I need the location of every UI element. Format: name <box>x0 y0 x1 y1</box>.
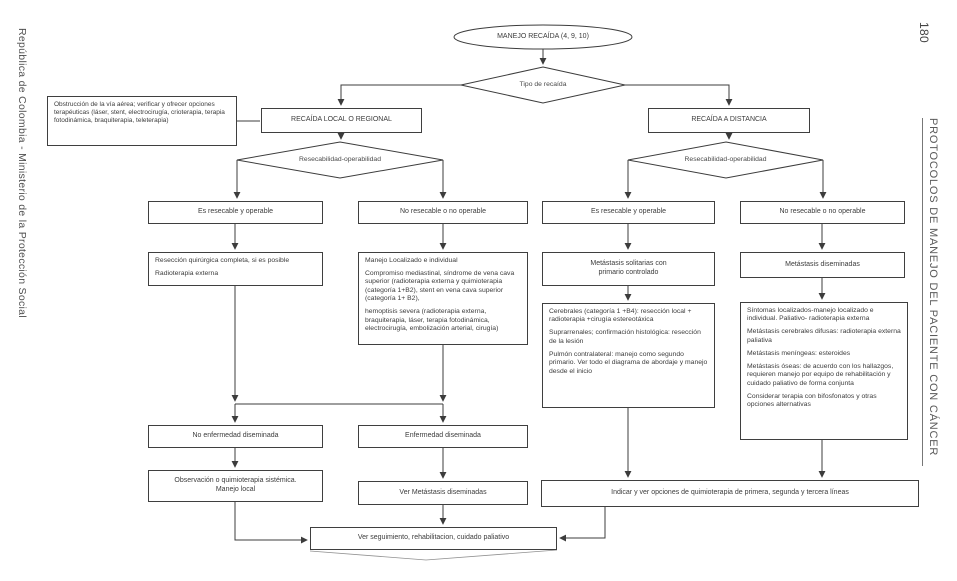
decision-diamond-resecabilidad-distancia <box>627 141 824 179</box>
observacion-line-1: Observación o quimioterapia sistémica. <box>174 477 297 485</box>
cerebrales-line-1: Cerebrales (categoría 1 +B4): resección … <box>549 308 692 324</box>
node-manejo-localizado: Manejo Localizado e individual Compromis… <box>358 252 528 345</box>
manejo-localizado-line-2: Compromiso mediastinal, síndrome de vena… <box>365 269 515 303</box>
start-label: MANEJO RECAÍDA (4, 9, 10) <box>497 33 589 41</box>
left-margin-text: República de Colombia - Ministerio de la… <box>16 28 28 318</box>
node-ver-seguimiento: Ver seguimiento, rehabilitacion, cuidado… <box>310 527 557 550</box>
start-ellipse <box>453 24 633 50</box>
metastasis-solitarias-line-1: Metástasis solitarias con <box>590 260 667 268</box>
page-number: 180 <box>917 22 931 43</box>
node-no-resecable-distancia: No resecable o no operable <box>740 201 905 224</box>
sintomas-line-5: Considerar terapia con bifosfonatos y ot… <box>747 392 877 409</box>
manejo-localizado-line-1: Manejo Localizado e individual <box>365 257 458 264</box>
observacion-line-2: Manejo local <box>215 486 256 493</box>
node-no-resecable-local: No resecable o no operable <box>358 201 528 224</box>
right-margin-text: PROTOCOLOS DE MANEJO DEL PACIENTE CON CÁ… <box>922 118 939 466</box>
cerebrales-line-2: Suprarrenales; confirmación histológica:… <box>549 329 701 345</box>
note-obstruccion-text: Obstrucción de la vía aérea; verificar y… <box>54 101 225 125</box>
decision-diamond-resecabilidad-local <box>236 141 444 179</box>
node-sintomas-localizados: Síntomas localizados-manejo localizado e… <box>740 302 908 440</box>
decision-resecabilidad-distancia-label: Resecabilidad-operabilidad <box>684 156 767 164</box>
node-observacion: Observación o quimioterapia sistémica. M… <box>148 470 323 502</box>
node-enfermedad-diseminada: Enfermedad diseminada <box>358 425 528 448</box>
decision-resecabilidad-local-label: Resecabilidad-operabilidad <box>299 156 381 164</box>
node-indicar-quimioterapia: Indicar y ver opciones de quimioterapia … <box>541 480 919 507</box>
sintomas-line-1: Síntomas localizados-manejo localizado e… <box>747 307 874 323</box>
node-metastasis-solitarias: Metástasis solitarias con primario contr… <box>542 252 715 286</box>
manejo-localizado-line-3: hemoptisis severa (radioterapia externa,… <box>365 308 499 333</box>
note-obstruccion-box: Obstrucción de la vía aérea; verificar y… <box>47 96 237 146</box>
node-no-enfermedad-diseminada: No enfermedad diseminada <box>148 425 323 448</box>
sintomas-line-2: Metástasis cerebrales difusas: radiotera… <box>747 328 901 344</box>
banner-curl-line <box>309 549 558 561</box>
node-ver-metastasis-diseminadas: Ver Metástasis diseminadas <box>358 481 528 505</box>
sintomas-line-4: Metástasis óseas: de acuerdo con los hal… <box>747 362 894 387</box>
reseccion-line-2: Radioterapia externa <box>155 269 219 277</box>
node-recaida-local: RECAÍDA LOCAL O REGIONAL <box>261 108 422 133</box>
node-reseccion-quirurgica: Resección quirúrgica completa, si es pos… <box>148 252 323 286</box>
connector-lines <box>231 48 827 561</box>
node-recaida-distancia: RECAÍDA A DISTANCIA <box>648 108 810 133</box>
node-es-resecable-distancia: Es resecable y operable <box>542 201 715 224</box>
node-metastasis-diseminadas: Metástasis diseminadas <box>740 252 905 278</box>
decision-tipo-label: Tipo de recaída <box>519 81 567 89</box>
node-es-resecable-local: Es resecable y operable <box>148 201 323 224</box>
metastasis-solitarias-line-2: primario controlado <box>598 269 659 276</box>
reseccion-line-1: Resección quirúrgica completa, si es pos… <box>155 257 290 264</box>
decision-diamond-tipo <box>460 66 626 104</box>
sintomas-line-3: Metástasis meníngeas: esteroides <box>747 349 851 357</box>
node-cerebrales: Cerebrales (categoría 1 +B4): resección … <box>542 303 715 408</box>
cerebrales-line-3: Pulmón contralateral: manejo como segund… <box>549 350 708 375</box>
